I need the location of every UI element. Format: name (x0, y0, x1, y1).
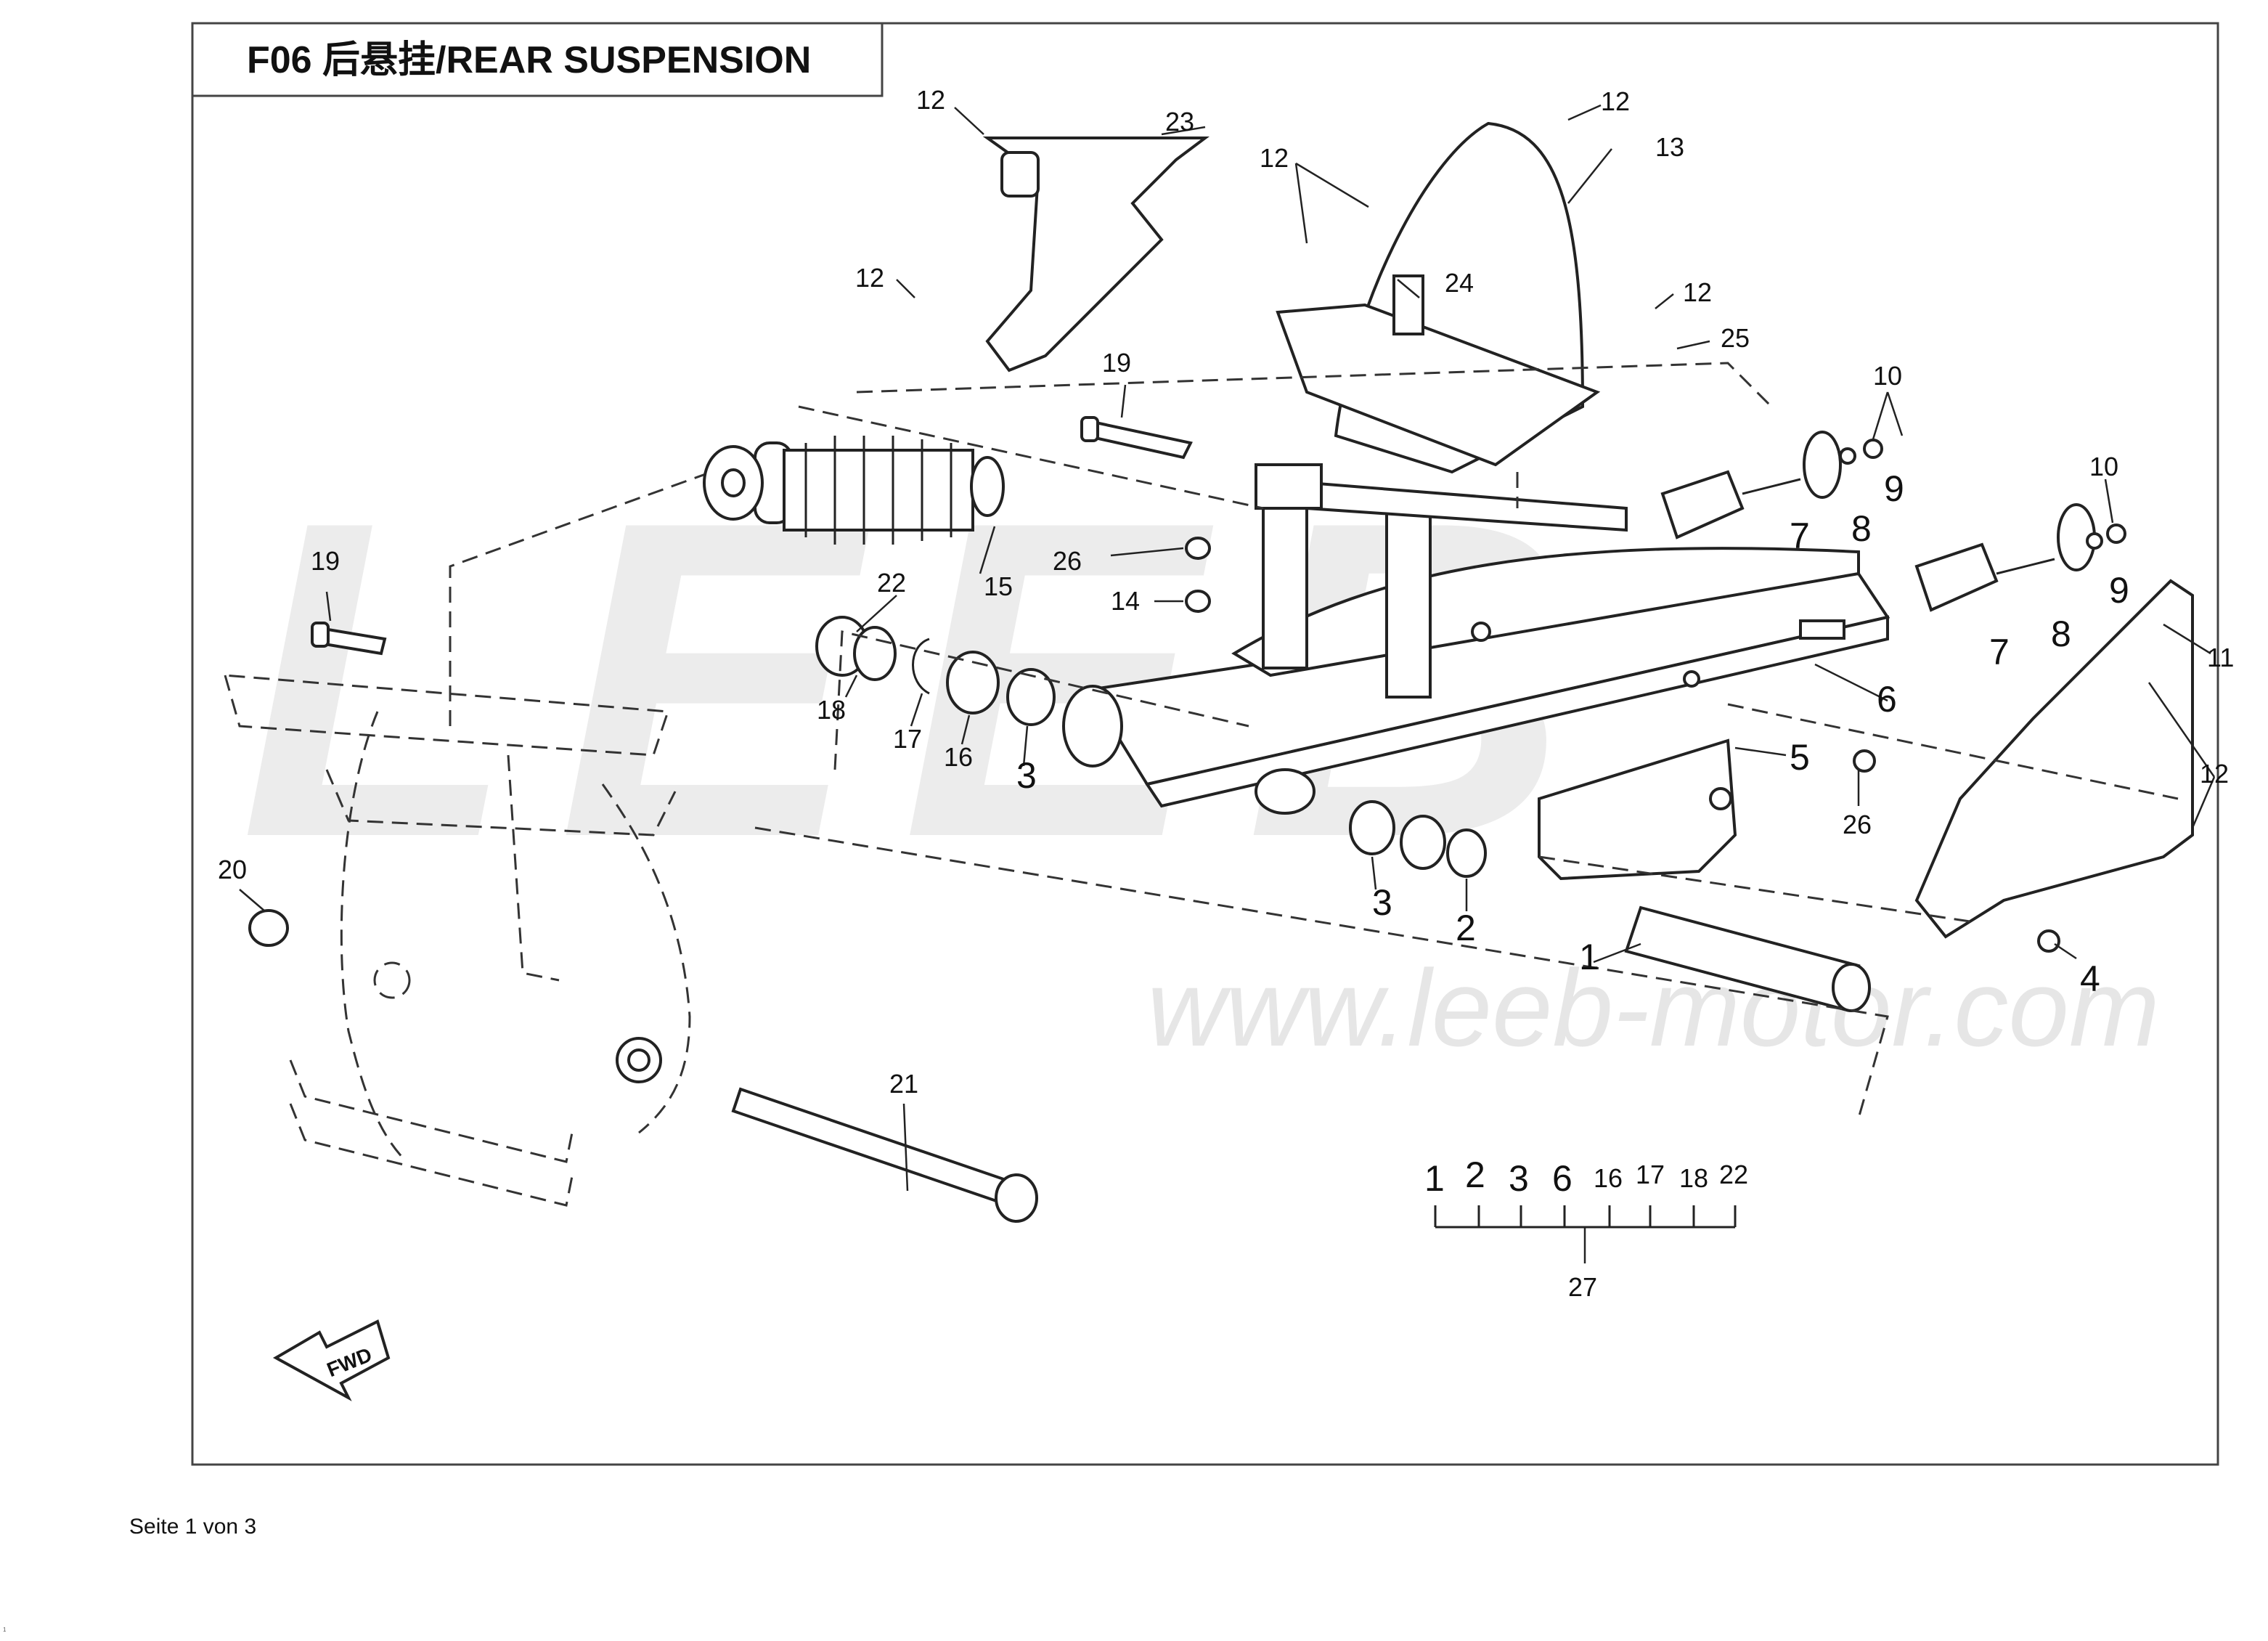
callout-6: 6 (1877, 679, 1897, 720)
page-title: F06 后悬挂/REAR SUSPENSION (247, 39, 811, 81)
callout-8b: 8 (2051, 614, 2071, 654)
callout-12c: 12 (1260, 143, 1289, 173)
bolts (248, 416, 2060, 953)
diagram-frame (191, 22, 2219, 1466)
assembly-lines (754, 362, 2179, 1119)
tail-bracket (982, 137, 1210, 372)
callout-24: 24 (1445, 268, 1474, 298)
callout-1: 1 (1579, 937, 1599, 977)
kit-member-3: 3 (1509, 1158, 1529, 1199)
callout-17: 17 (893, 724, 922, 754)
chain-guard (1914, 579, 2194, 939)
title-box (191, 22, 884, 97)
callout-19b: 19 (311, 546, 340, 576)
callout-26a: 26 (1053, 546, 1082, 576)
callout-9b: 9 (2109, 570, 2129, 611)
kit-member-22: 22 (1719, 1160, 1748, 1189)
callout-7b: 7 (1989, 632, 2010, 672)
callout-18: 18 (817, 695, 846, 725)
callout-16: 16 (944, 742, 973, 772)
chain-adjusters (1660, 431, 2126, 612)
callout-26b: 26 (1843, 810, 1872, 839)
page-footer: Seite 1 von 3 (129, 1515, 257, 1539)
callout-9a: 9 (1884, 468, 1904, 509)
bearings (815, 616, 1487, 878)
callout-27: 27 (1568, 1272, 1597, 1302)
callout-14: 14 (1111, 586, 1140, 616)
shock-absorber (703, 436, 1005, 545)
callout-23: 23 (1165, 107, 1194, 137)
callout-12b: 12 (855, 263, 884, 293)
pivot-bolt (731, 1087, 1038, 1223)
kit-member-2: 2 (1465, 1155, 1485, 1195)
kit-group: 1 2 3 6 16 17 18 22 27 (1424, 1155, 1748, 1302)
callout-3a: 3 (1016, 755, 1037, 796)
callout-12d: 12 (1601, 86, 1630, 116)
fwd-arrow: FWD (272, 1319, 391, 1401)
corner-mark: 1 (3, 1626, 7, 1633)
callout-13: 13 (1655, 132, 1684, 162)
callout-15: 15 (984, 571, 1013, 601)
callout-3b: 3 (1372, 882, 1392, 923)
callout-12a: 12 (916, 85, 945, 115)
kit-member-1: 1 (1424, 1158, 1445, 1199)
kit-member-18: 18 (1679, 1163, 1708, 1193)
callout-12e: 12 (1683, 277, 1712, 307)
callouts: 1 2 3 3 4 5 6 7 7 8 8 9 9 10 10 11 12 12… (218, 85, 2234, 1099)
kit-member-6: 6 (1552, 1158, 1572, 1199)
callout-7a: 7 (1790, 516, 1810, 556)
kit-member-16: 16 (1594, 1163, 1623, 1193)
callout-19a: 19 (1102, 348, 1131, 378)
callout-12f: 12 (2200, 759, 2229, 789)
callout-20: 20 (218, 855, 247, 884)
callout-4: 4 (2080, 958, 2100, 999)
swingarm (1062, 463, 1890, 815)
callout-21: 21 (889, 1069, 918, 1099)
callout-5: 5 (1790, 737, 1810, 778)
callout-10a: 10 (1873, 361, 1902, 391)
frame-outline (223, 471, 763, 1207)
callout-8a: 8 (1851, 508, 1872, 549)
rear-fender (1276, 121, 1601, 474)
callout-25: 25 (1721, 323, 1750, 353)
watermark-url: www.leeb-motor.com (1147, 947, 2160, 1069)
sleeve (1624, 905, 1871, 1012)
callout-10b: 10 (2089, 452, 2118, 481)
callout-22: 22 (877, 568, 906, 598)
callout-2: 2 (1456, 908, 1476, 948)
leader-lines (239, 104, 2216, 1192)
callout-11: 11 (2207, 643, 2234, 672)
kit-member-17: 17 (1636, 1160, 1665, 1189)
